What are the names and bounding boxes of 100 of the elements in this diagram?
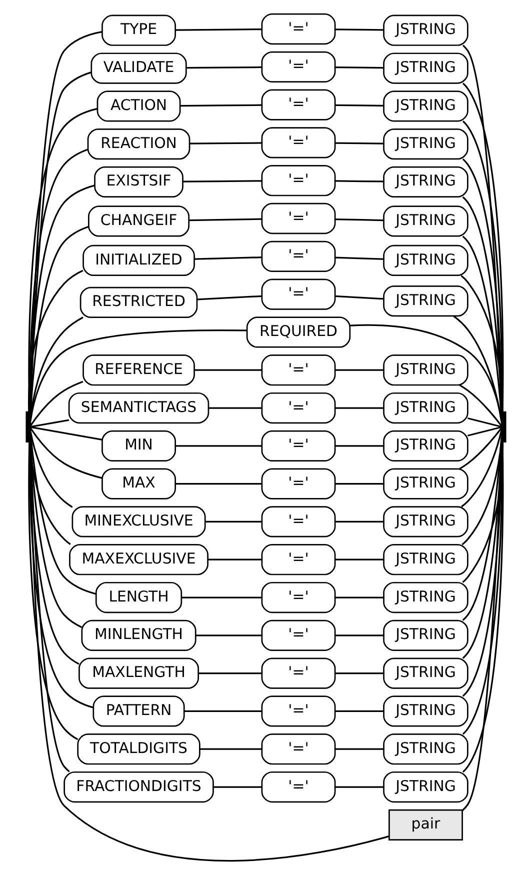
node-box: '=' — [260, 354, 336, 386]
node-box: '=' — [260, 165, 336, 196]
connector — [334, 786, 384, 788]
connector — [27, 270, 83, 412]
connector — [174, 483, 261, 485]
node-box: '=' — [260, 582, 336, 614]
node-box: JSTRING — [382, 14, 468, 46]
node-box: REACTION — [86, 128, 190, 160]
node-box: VALIDATE — [90, 52, 186, 84]
node-box: MAXEXCLUSIVE — [68, 544, 208, 576]
connector — [334, 445, 384, 447]
connector — [29, 428, 102, 479]
node-box: '=' — [260, 620, 336, 651]
node-box: JSTRING — [382, 90, 468, 122]
connector — [334, 520, 384, 523]
node-box: '=' — [260, 89, 336, 120]
node-box: '=' — [260, 278, 336, 310]
connector — [334, 218, 384, 222]
connector — [194, 256, 262, 260]
connector — [196, 295, 262, 300]
node-box: JSTRING — [382, 506, 468, 538]
node-box: MINEXCLUSIVE — [71, 506, 206, 538]
connector — [460, 430, 502, 508]
node-box: '=' — [260, 127, 336, 158]
connector — [28, 148, 88, 412]
node-box: '=' — [260, 430, 336, 462]
node-box: '=' — [260, 696, 336, 727]
node-box: PATTERN — [92, 696, 184, 727]
connector — [334, 66, 384, 69]
connector — [199, 748, 262, 750]
node-box: JSTRING — [382, 128, 468, 160]
node-box: EXISTSIF — [94, 166, 183, 198]
connector — [334, 558, 384, 560]
node-box: '=' — [260, 392, 336, 424]
node-box: '=' — [260, 51, 336, 82]
connector — [30, 426, 102, 440]
node-box: CHANGEIF — [88, 206, 190, 237]
node-box: RESTRICTED — [79, 286, 198, 318]
node-box: '=' — [260, 506, 336, 538]
connector — [213, 786, 262, 788]
node-box: JSTRING — [382, 620, 468, 651]
connector — [28, 108, 98, 412]
node-box: '=' — [260, 240, 336, 272]
node-box: TOTALDIGITS — [76, 734, 200, 765]
connector — [334, 256, 384, 260]
node-box: pair — [388, 809, 462, 840]
node-box: INITIALIZED — [82, 244, 194, 276]
node-box: MAXLENGTH — [78, 658, 198, 689]
connector — [334, 748, 384, 750]
connector — [349, 324, 502, 422]
connector — [208, 558, 262, 560]
node-box: JSTRING — [382, 244, 468, 276]
node-box: JSTRING — [382, 286, 468, 317]
connector — [186, 66, 262, 69]
node-box: LENGTH — [94, 582, 182, 614]
connector — [198, 672, 262, 674]
node-box: '=' — [260, 544, 336, 576]
connector — [334, 710, 384, 712]
node-bar — [500, 411, 506, 443]
connector — [29, 431, 72, 508]
node-box: JSTRING — [382, 734, 468, 765]
connector — [174, 28, 261, 31]
node-box: MIN — [101, 430, 176, 462]
connector — [29, 329, 246, 422]
connector — [458, 427, 502, 470]
node-box: JSTRING — [382, 430, 468, 462]
connector — [458, 384, 502, 426]
connector — [467, 426, 502, 436]
connector — [29, 380, 83, 426]
node-box: FRACTIONDIGITS — [63, 771, 214, 803]
connector — [194, 369, 262, 371]
node-box: JSTRING — [382, 52, 468, 84]
node-box: MINLENGTH — [80, 620, 196, 651]
connector — [28, 442, 94, 708]
node-box: '=' — [260, 658, 336, 689]
connector — [467, 417, 502, 428]
node-box: JSTRING — [382, 696, 468, 727]
node-box: ACTION — [96, 90, 180, 122]
connector — [334, 407, 384, 409]
node-box: REFERENCE — [82, 354, 194, 386]
node-box: '=' — [260, 202, 336, 234]
node-box: JSTRING — [382, 166, 468, 198]
node-box: JSTRING — [382, 392, 468, 424]
connector — [334, 142, 384, 144]
connector — [189, 142, 262, 144]
node-box: '=' — [260, 734, 336, 765]
node-box: JSTRING — [382, 468, 468, 500]
connector — [334, 28, 384, 31]
node-bar — [25, 411, 31, 443]
connector — [334, 104, 384, 107]
node-box: JSTRING — [382, 582, 468, 614]
connector — [334, 369, 384, 371]
connector — [461, 440, 502, 546]
node-box: SEMANTICTAGS — [68, 392, 209, 424]
node-box: JSTRING — [382, 544, 468, 576]
node-box: '=' — [260, 771, 336, 803]
connector — [334, 672, 384, 674]
connector — [174, 445, 261, 447]
connector — [188, 218, 262, 222]
node-box: JSTRING — [382, 771, 468, 803]
